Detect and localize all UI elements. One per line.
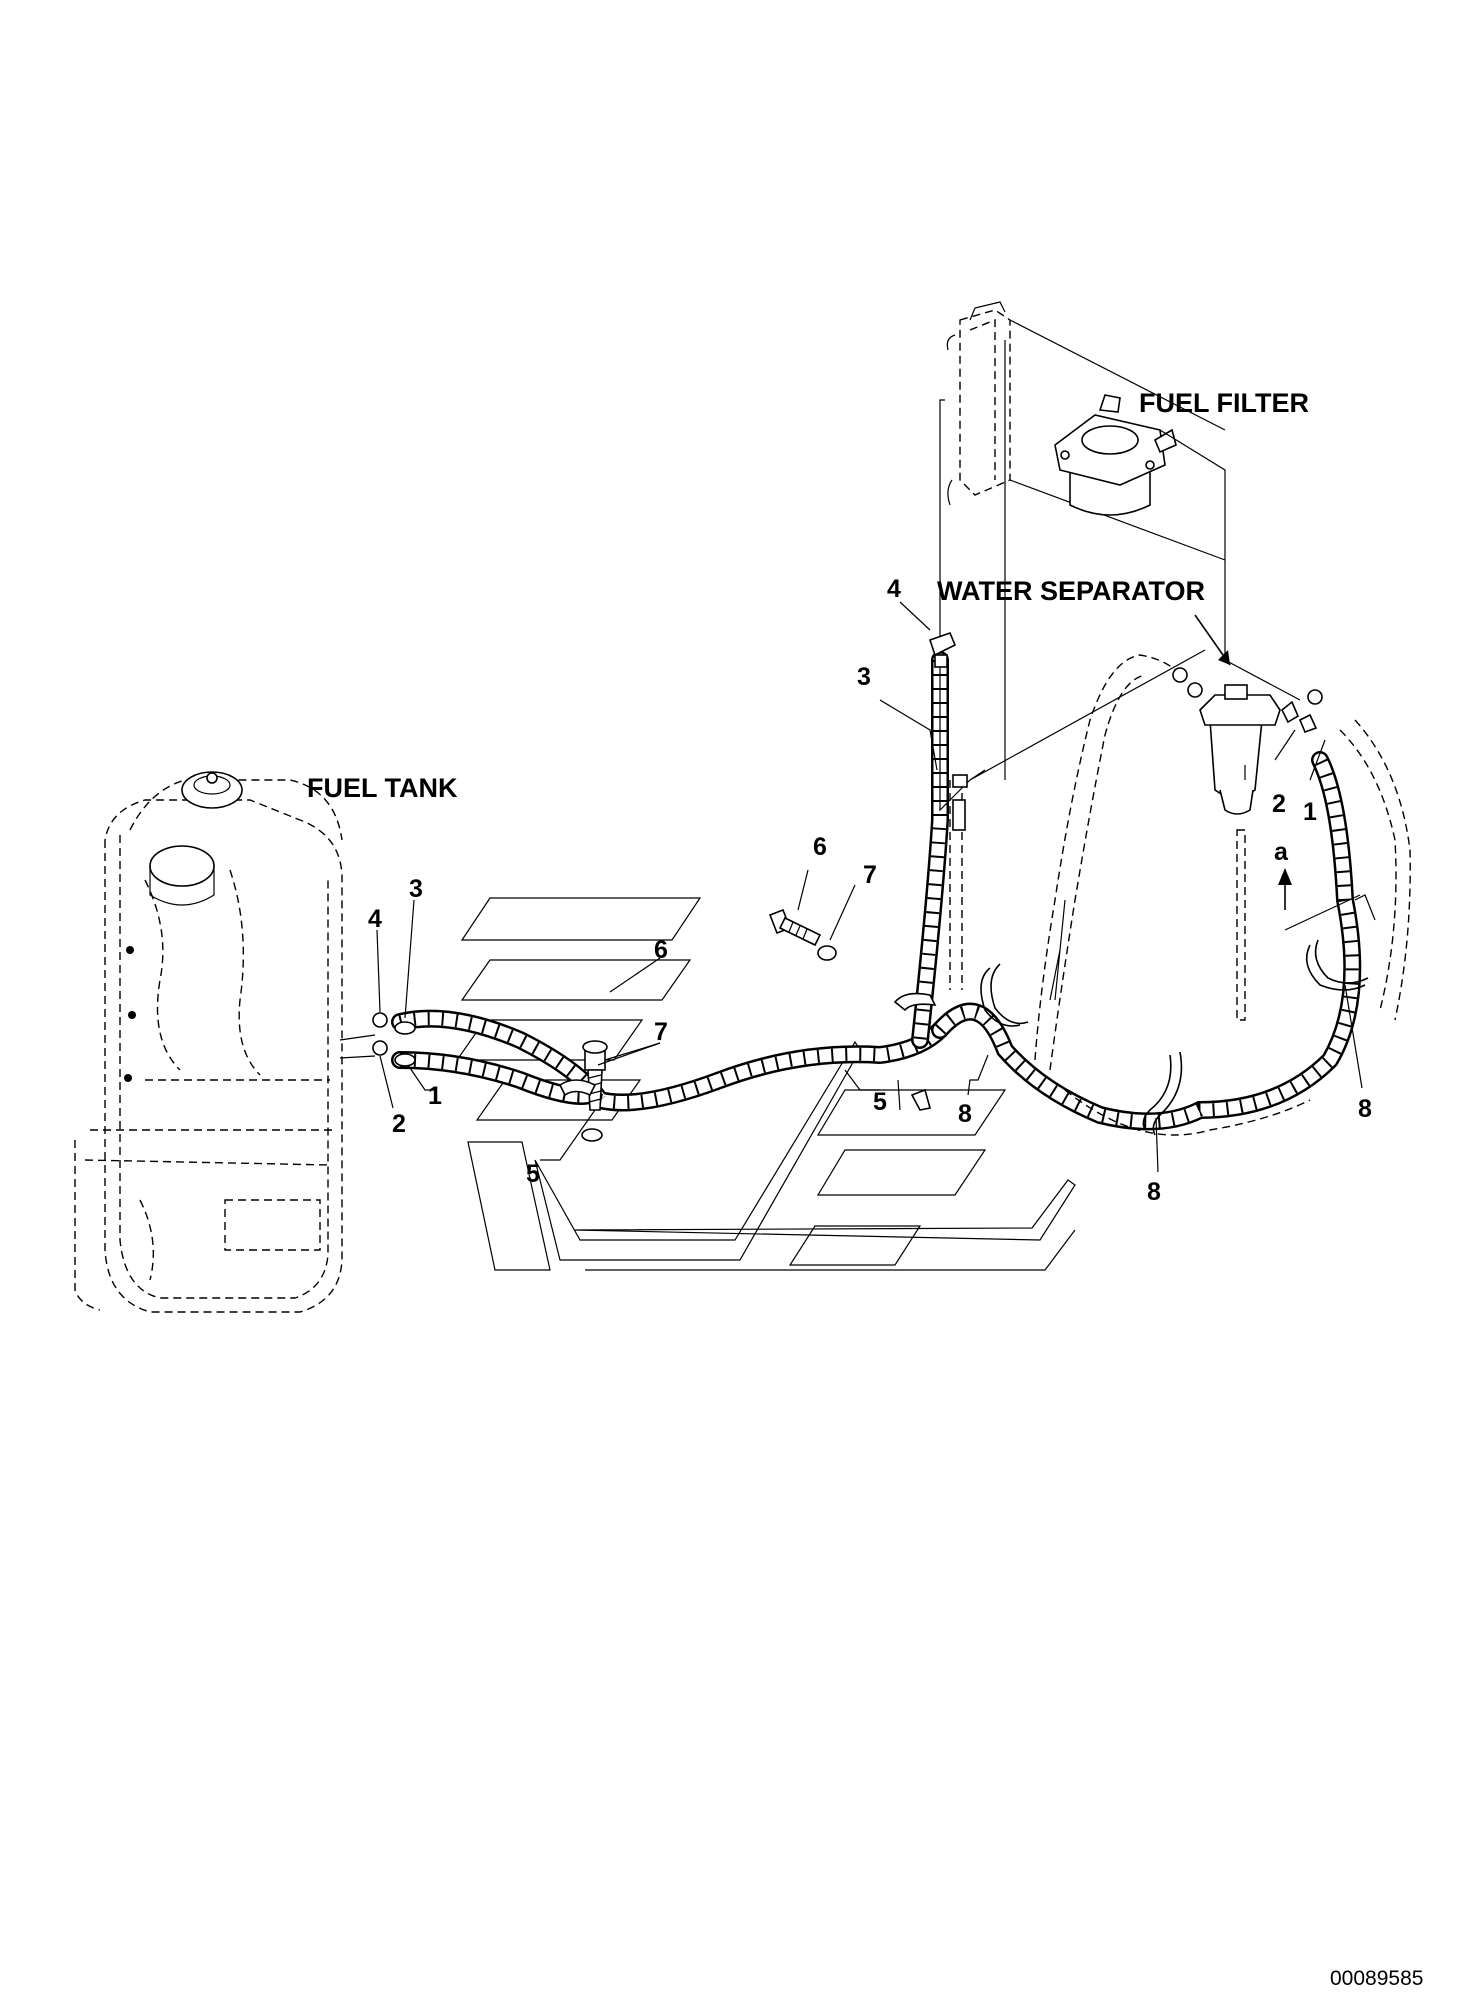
- callout-7-center: 7: [863, 861, 877, 889]
- callout-4-left: 4: [368, 905, 382, 933]
- callout-3-left: 3: [409, 875, 423, 903]
- callout-6-center: 6: [813, 833, 827, 861]
- callout-6-left: 6: [654, 936, 668, 964]
- bolt-6-right: [768, 908, 837, 961]
- fuel-filter-drawing: [1054, 394, 1301, 701]
- callout-2-left: 2: [392, 1110, 406, 1138]
- bolt-6-left: [581, 1040, 608, 1142]
- callout-8-right: 8: [1358, 1095, 1372, 1123]
- callout-7-left: 7: [654, 1018, 668, 1046]
- leader-lines: [376, 601, 1363, 1173]
- callout-1-right: 1: [1303, 798, 1317, 826]
- clamp-bands: [558, 939, 1369, 1136]
- callout-2-right: 2: [1272, 790, 1286, 818]
- fuel-hose-routing: [391, 651, 1411, 1136]
- fuel-cooler-drawing: [939, 301, 1226, 812]
- fuel-tank-label: FUEL TANK: [307, 773, 458, 803]
- callout-8-lower: 8: [1147, 1178, 1161, 1206]
- callout-4-top: 4: [887, 575, 901, 603]
- view-arrow-label: a: [1274, 838, 1289, 866]
- fuel-filter-label: FUEL FILTER: [1139, 388, 1309, 418]
- water-separator-label: WATER SEPARATOR: [937, 576, 1205, 606]
- callout-5-center: 5: [873, 1088, 887, 1116]
- view-arrow-a: [1278, 868, 1376, 931]
- fuel-tank-drawing: [74, 771, 376, 1313]
- callout-8-center: 8: [958, 1100, 972, 1128]
- clamps-and-clips: [372, 631, 1318, 1067]
- callout-1-left: 1: [428, 1082, 442, 1110]
- callout-3-top: 3: [857, 663, 871, 691]
- water-separator-drawing: [1172, 614, 1323, 1021]
- document-number: 00089585: [1330, 1967, 1423, 1990]
- callout-5-left: 5: [526, 1160, 540, 1188]
